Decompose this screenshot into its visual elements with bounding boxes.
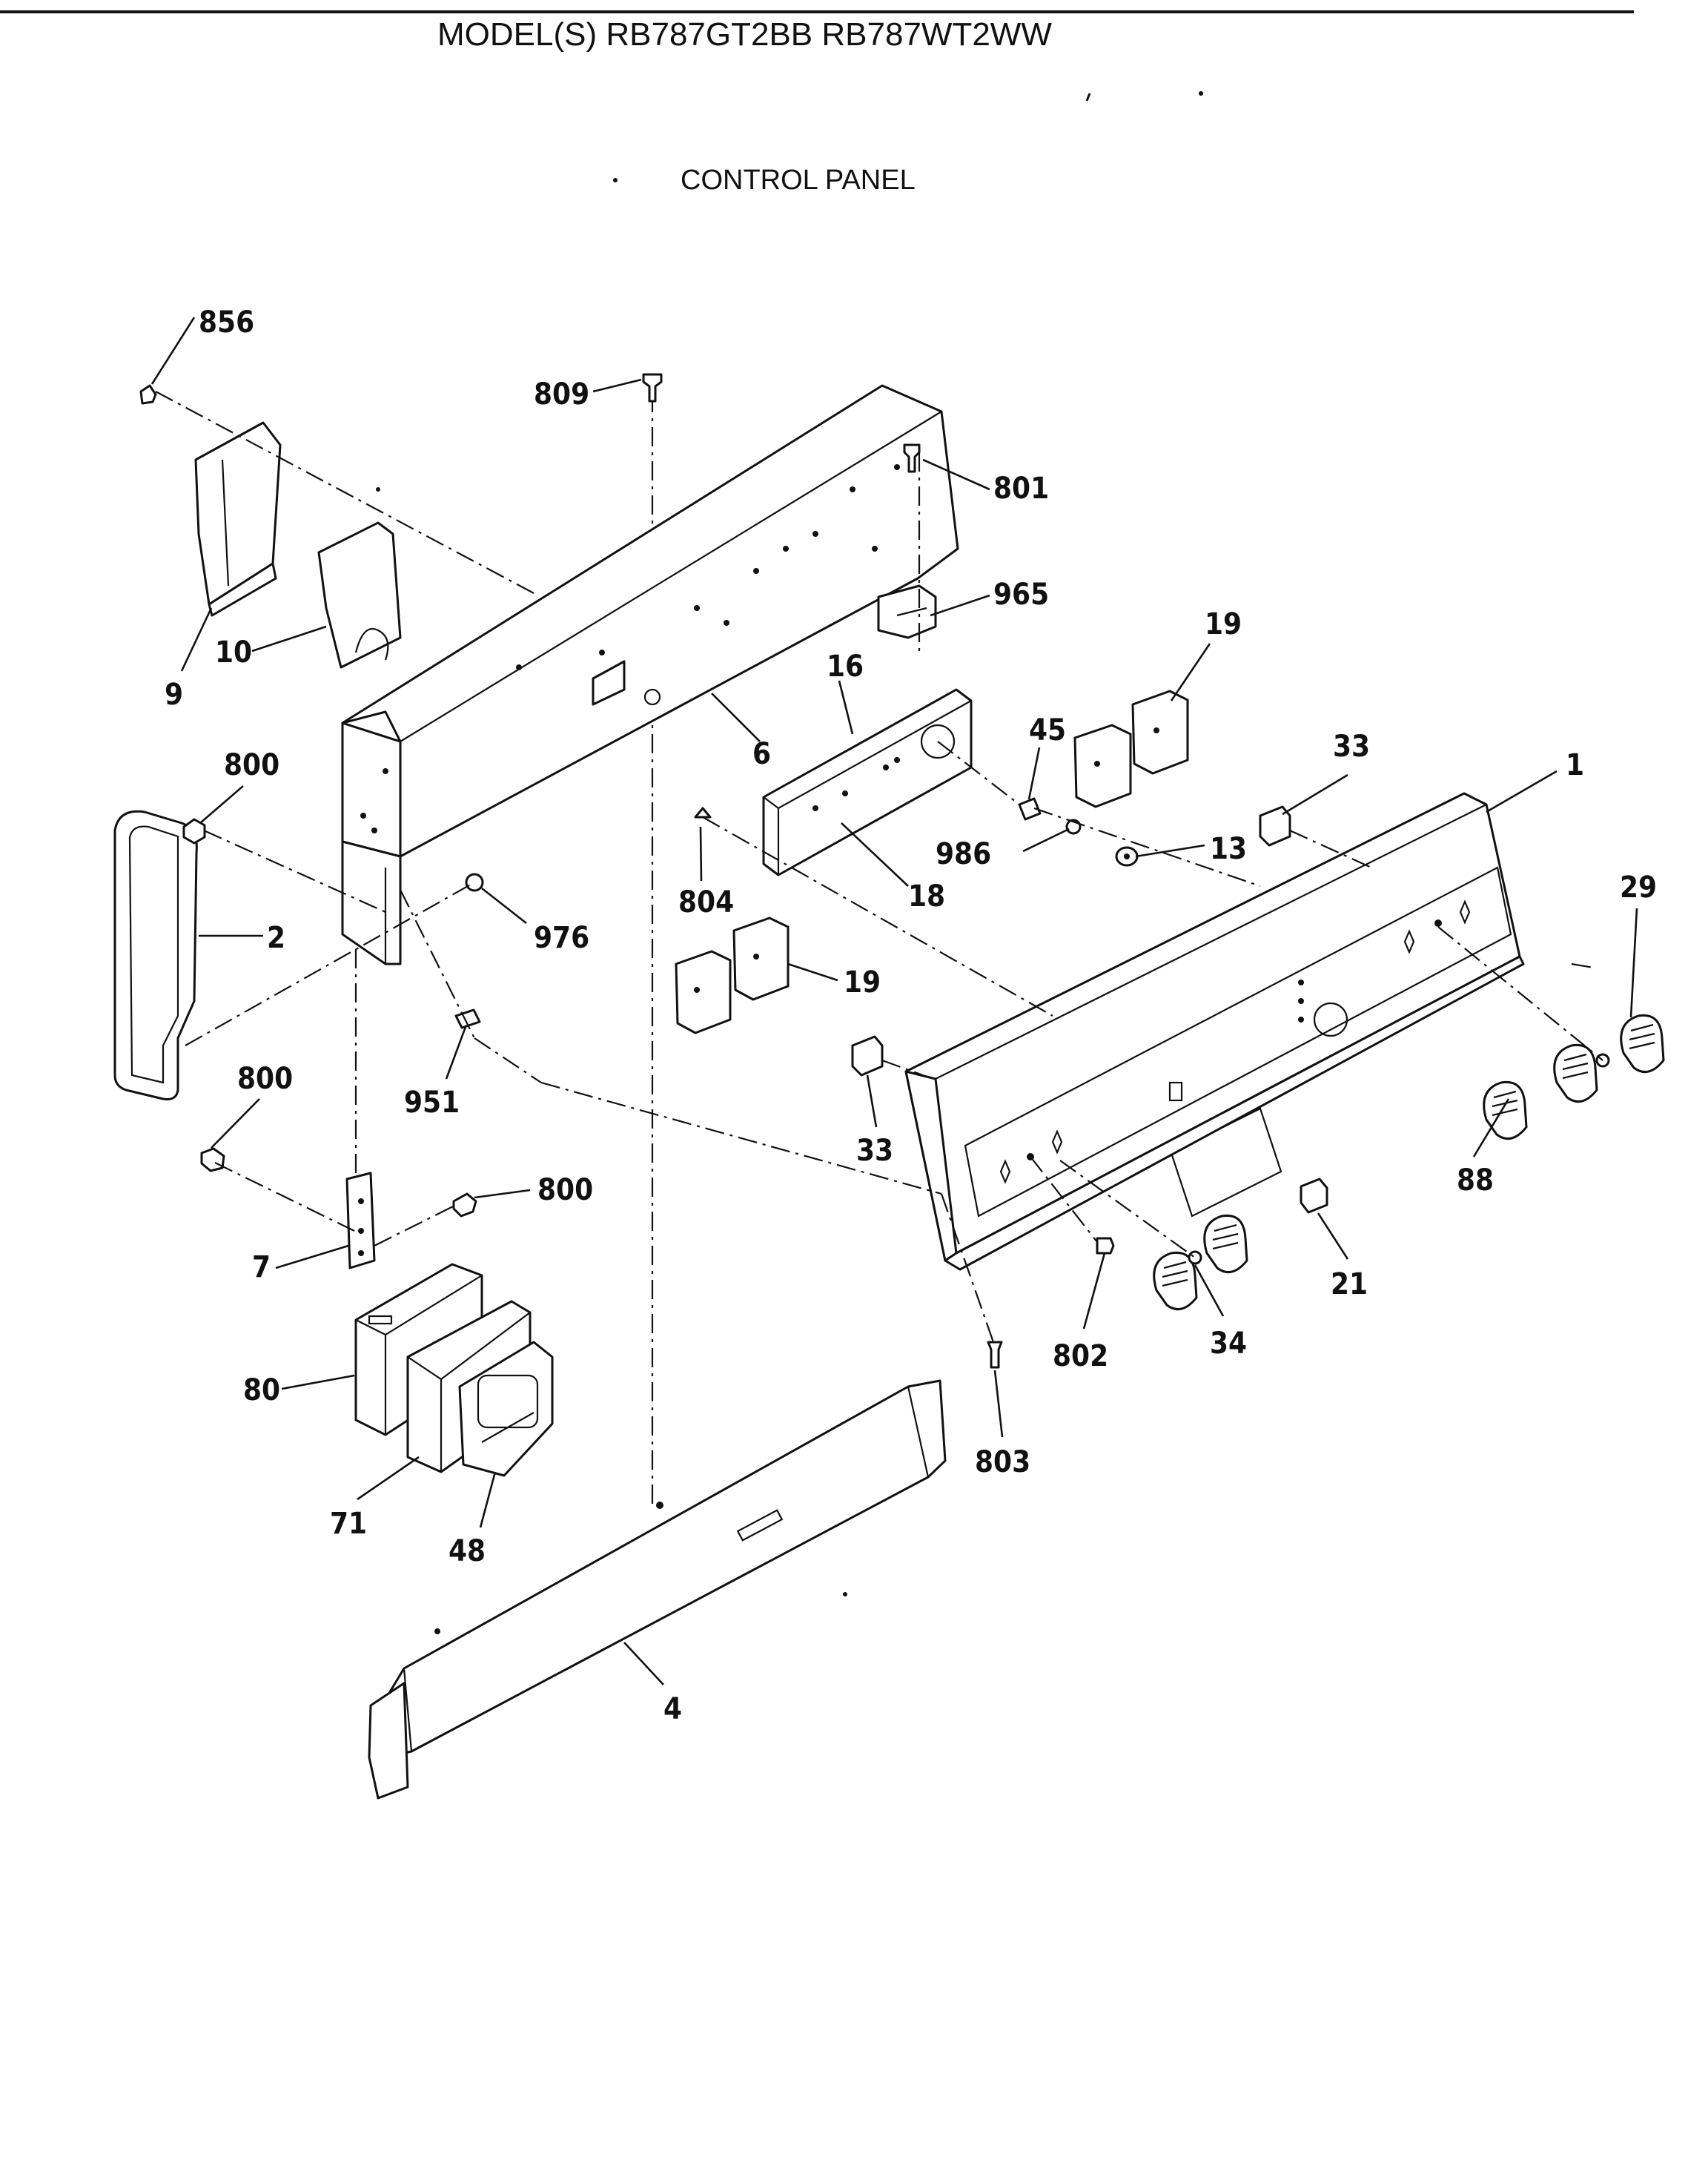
callout-2: 2 — [267, 921, 285, 955]
callout-6: 6 — [752, 737, 771, 771]
callout-800-c: 800 — [537, 1173, 593, 1207]
part-9-side-bracket — [194, 421, 282, 617]
section-title: CONTROL PANEL — [681, 165, 916, 196]
callout-16: 16 — [827, 650, 864, 684]
part-45-clip — [1018, 797, 1042, 821]
model-title: MODEL(S) RB787GT2BB RB787WT2WW — [437, 16, 1052, 53]
part-33-switch-left — [851, 1035, 884, 1077]
callout-4: 4 — [663, 1692, 682, 1726]
part-88-knob — [1483, 1043, 1598, 1140]
callout-48: 48 — [448, 1534, 486, 1568]
callout-88: 88 — [1457, 1163, 1494, 1198]
part-6-back-panel — [341, 384, 959, 965]
callout-800-a: 800 — [224, 748, 279, 782]
callout-976: 976 — [534, 921, 589, 955]
callout-29: 29 — [1620, 871, 1657, 905]
callout-45: 45 — [1029, 713, 1066, 747]
part-800-screw-c — [452, 1192, 477, 1218]
callout-33-right: 33 — [1333, 730, 1370, 764]
callout-986: 986 — [936, 837, 991, 871]
callout-labels: 856 809 801 965 19 9 10 6 16 45 33 1 800… — [165, 306, 1657, 1726]
part-965-bracket — [877, 584, 937, 639]
part-800-screw-a — [182, 818, 206, 845]
callout-21: 21 — [1331, 1267, 1368, 1301]
part-803-screw — [987, 1341, 1003, 1369]
part-21-switch — [1300, 1178, 1328, 1214]
callout-19-lower: 19 — [844, 965, 881, 1000]
part-48-mount-plate — [458, 1341, 554, 1477]
callout-80: 80 — [243, 1373, 280, 1407]
callout-19-upper: 19 — [1205, 607, 1242, 641]
part-809-screw — [642, 373, 663, 403]
callout-951: 951 — [404, 1086, 460, 1120]
part-4-lower-trim — [368, 1379, 947, 1800]
part-856-screw — [139, 384, 157, 405]
part-804-screw — [694, 807, 712, 819]
callout-856: 856 — [199, 306, 254, 340]
callout-802: 802 — [1053, 1339, 1108, 1373]
callout-800-b: 800 — [237, 1062, 293, 1096]
callout-7: 7 — [252, 1250, 271, 1284]
part-33-switch-right — [1259, 805, 1291, 847]
part-29-knob — [1595, 1014, 1665, 1074]
part-10-bracket — [317, 521, 402, 669]
part-801-screw — [903, 443, 921, 473]
part-19-switch-upper — [1073, 690, 1189, 808]
part-802-screw — [1096, 1237, 1115, 1255]
part-19-switch-lower — [675, 917, 790, 1034]
callout-1: 1 — [1566, 748, 1584, 782]
callout-9: 9 — [165, 678, 183, 712]
callout-801: 801 — [993, 472, 1049, 506]
callout-809: 809 — [534, 377, 589, 412]
part-13-washer — [1115, 846, 1139, 867]
part-1-control-panel — [904, 792, 1525, 1271]
callout-71: 71 — [330, 1507, 367, 1541]
callout-965: 965 — [993, 578, 1049, 612]
callout-18: 18 — [908, 879, 945, 914]
callout-13: 13 — [1210, 832, 1247, 866]
part-34-knob — [1153, 1214, 1248, 1311]
callout-33-left: 33 — [856, 1134, 893, 1168]
callout-34: 34 — [1210, 1327, 1247, 1361]
callout-804: 804 — [678, 885, 734, 919]
callout-10: 10 — [215, 635, 252, 670]
part-976-nut — [465, 873, 484, 892]
part-7-small-bracket — [345, 1172, 376, 1269]
leader-lines — [150, 317, 1638, 1685]
part-2-end-cap — [113, 810, 198, 1100]
alignment-lines — [155, 391, 1603, 1343]
part-800-screw-b — [200, 1147, 225, 1172]
callout-803: 803 — [975, 1445, 1030, 1479]
